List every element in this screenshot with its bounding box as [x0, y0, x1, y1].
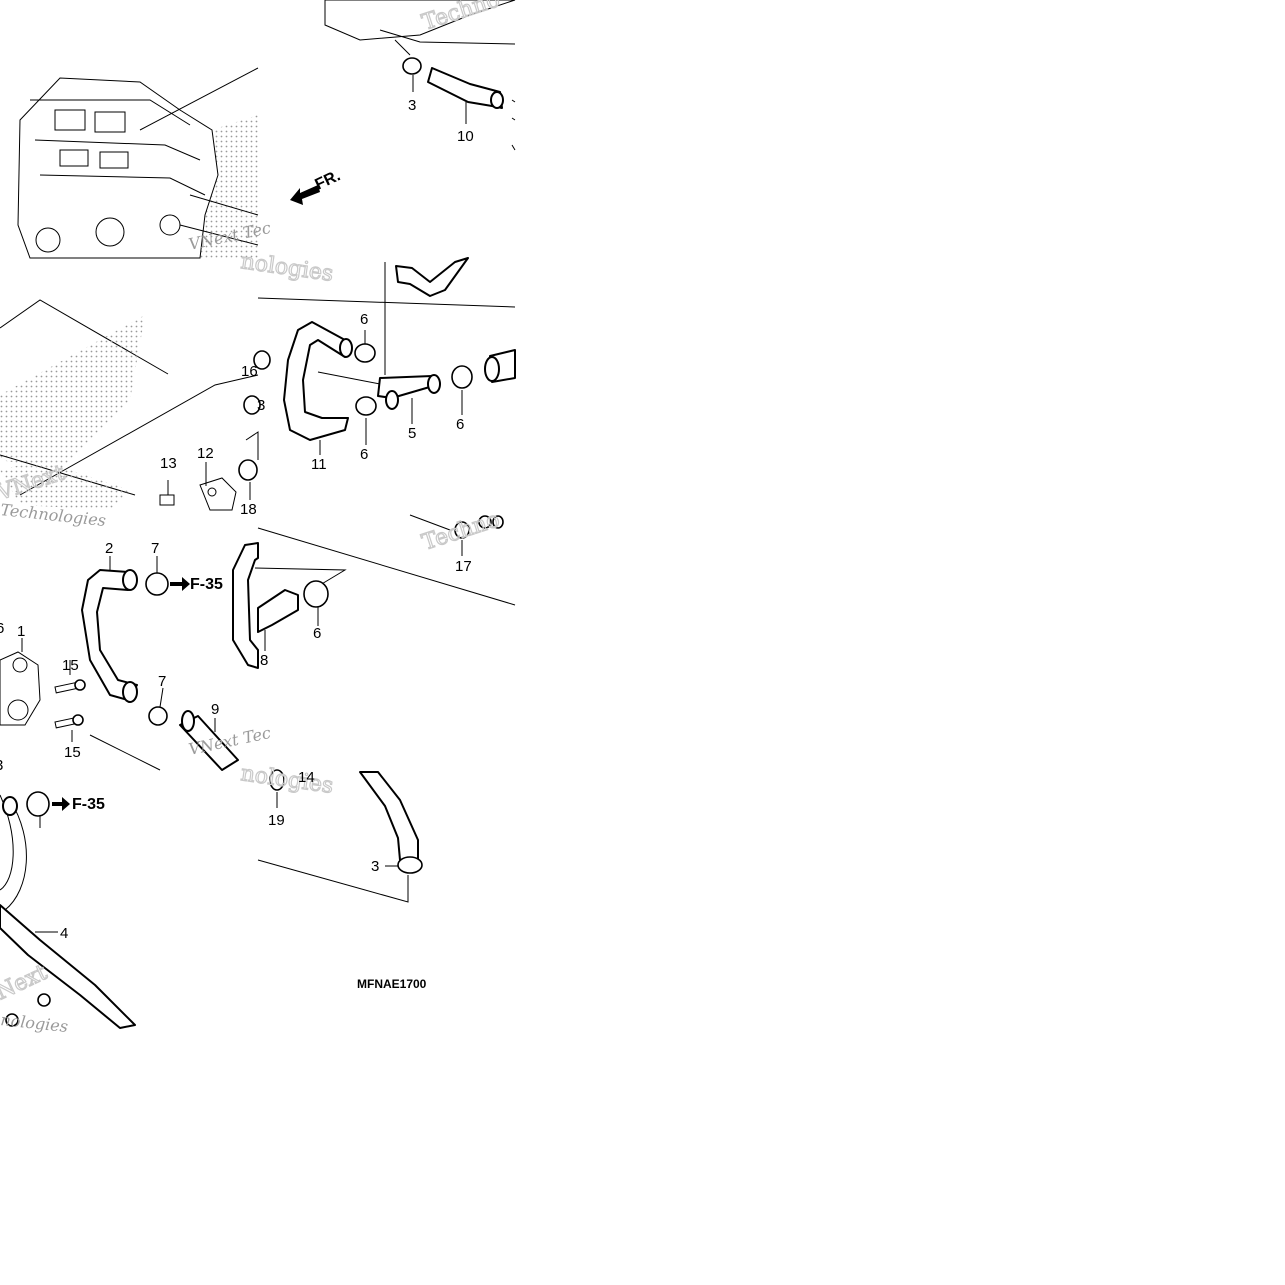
part-label: 3: [257, 397, 265, 414]
hose-10: [427, 67, 516, 151]
watermark-8: nologies: [239, 761, 335, 799]
part-label: 7: [151, 540, 159, 557]
part-label: 9: [211, 701, 219, 718]
part-label: 3: [371, 858, 379, 875]
thermostat-area: [0, 299, 271, 511]
part-label: 18: [240, 501, 257, 518]
part-label: 3: [0, 757, 3, 774]
diagram-code: MFNAE1700: [357, 977, 427, 991]
part-labels: 3 10 6 16 3 13 12 18 11 5 6 6 17 2 7 6 1…: [0, 97, 474, 942]
part-label: 16: [241, 363, 258, 380]
clamps-7: [145, 556, 190, 726]
part-label: 12: [197, 445, 214, 462]
pipe-9: [179, 710, 239, 771]
part-label: 15: [62, 657, 79, 674]
watermark-10: nologies: [0, 1010, 69, 1036]
part-label: 4: [60, 925, 68, 942]
front-marker-label: FR.: [313, 167, 344, 193]
reference-f35-bottom: F-35: [72, 796, 105, 813]
engine-assembly: [17, 67, 259, 259]
part-label: 10: [457, 128, 474, 145]
hose-lower-right: [257, 769, 423, 903]
watermark-6: Techno: [419, 507, 503, 555]
part-label: 6: [456, 416, 464, 433]
part-label: 8: [260, 652, 268, 669]
part-label: 3: [408, 97, 416, 114]
part-label: 19: [268, 812, 285, 829]
front-arrow: [290, 185, 320, 205]
part-label: 17: [455, 558, 472, 575]
part-label: 13: [160, 455, 177, 472]
reference-f35-top: F-35: [190, 576, 223, 593]
part-label: 1: [17, 623, 25, 640]
pipe-5: [377, 374, 441, 424]
clamp-top: [402, 57, 422, 92]
thermostat-housing-1: [0, 638, 161, 771]
part-label: 5: [408, 425, 416, 442]
part-label: 2: [105, 540, 113, 557]
hose-2: [81, 556, 138, 703]
part-label: 11: [311, 456, 327, 473]
part-label: 6: [360, 446, 368, 463]
water-pump-area: [324, 0, 516, 56]
hose-8: [232, 527, 516, 669]
hose-right: [484, 349, 516, 383]
part-label: 7: [158, 673, 166, 690]
hose-4: [0, 791, 136, 1029]
watermark-3: nologies: [239, 249, 335, 287]
part-label: 6: [360, 311, 368, 328]
part-label: 15: [64, 744, 81, 761]
part-label: 6: [0, 620, 4, 637]
part-label: 6: [313, 625, 321, 642]
hose-11-area: [257, 257, 516, 455]
part-label: 14: [298, 769, 315, 786]
clamps-6: [354, 330, 473, 445]
clamp-17: [409, 514, 504, 556]
